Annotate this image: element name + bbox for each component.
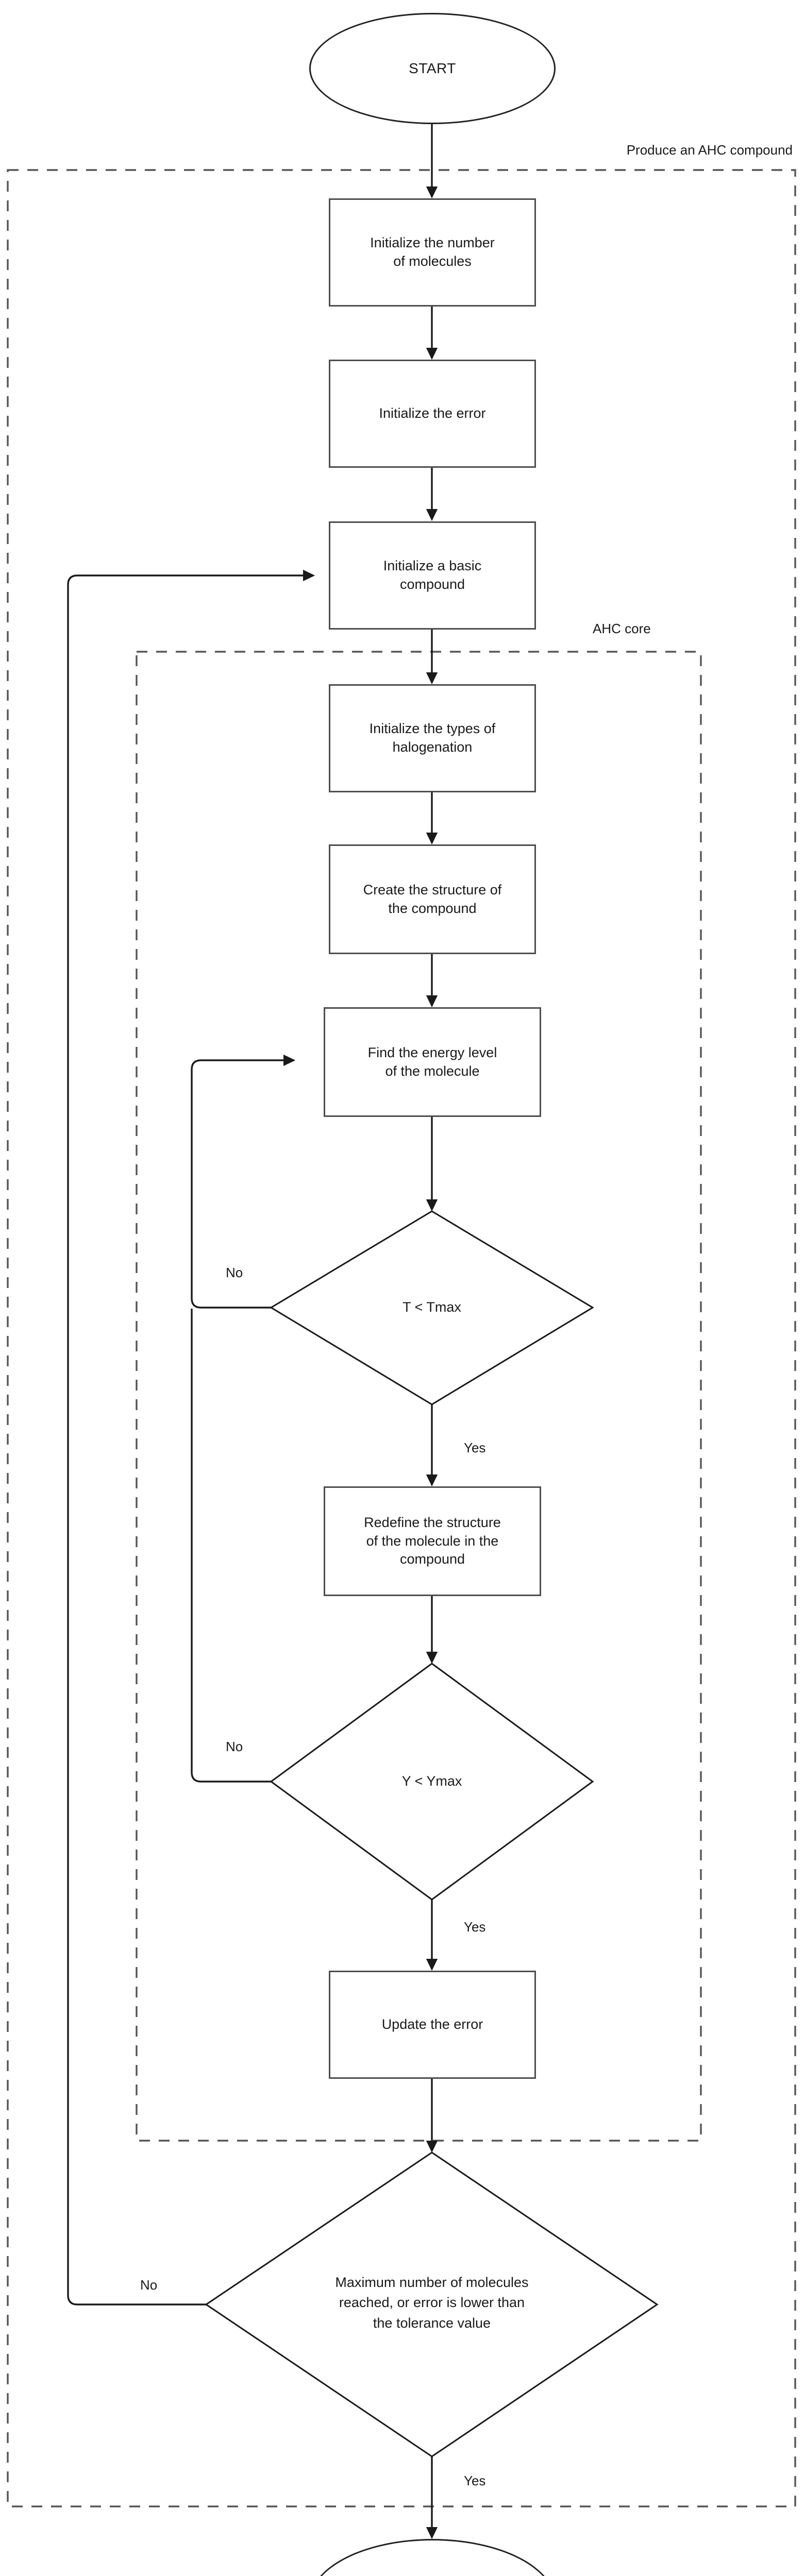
edge-dec-y-no-loopback <box>191 1309 271 1783</box>
node-initialize-a-basic-compound: Initialize a basic compound <box>329 521 536 630</box>
node-find-energy-level-of-molecule: Find the energy level of the molecule <box>324 1007 541 1117</box>
node-label: Initialize the number of molecules <box>370 235 495 269</box>
node-create-structure-of-compound: Create the structure of the compound <box>329 844 536 954</box>
node-start-label: START <box>409 60 456 76</box>
decision-y-shape <box>270 1663 594 1901</box>
decision-max-shape <box>205 2151 659 2458</box>
group-label-outer: Produce an AHC compound <box>626 142 793 158</box>
edge-dec-t-no-loopback <box>191 1054 296 1309</box>
node-label: Find the energy level of the molecule <box>367 1044 497 1079</box>
node-redefine-structure-of-molecule: Redefine the structure of the molecule i… <box>324 1486 541 1596</box>
group-core-border <box>136 651 702 2142</box>
edge-dec-max-no-loopback <box>67 569 315 2306</box>
node-update-the-error: Update the error <box>329 1971 536 2079</box>
group-outer-border <box>7 169 796 2507</box>
edge-label-dec-max-no: No <box>140 2277 158 2293</box>
edge-label-dec-t-no: No <box>226 1265 243 1280</box>
edge-label-dec-t-yes: Yes <box>464 1440 486 1455</box>
node-label: Initialize a basic compound <box>383 558 482 592</box>
node-initialize-the-error: Initialize the error <box>329 360 536 468</box>
node-start: START <box>309 13 556 124</box>
node-label: Initialize the types of halogenation <box>369 721 496 755</box>
node-label: Create the structure of the compound <box>363 882 502 916</box>
decision-t-shape <box>270 1210 594 1405</box>
node-initialize-number-of-molecules: Initialize the number of molecules <box>329 198 536 307</box>
node-label: Update the error <box>381 2016 483 2032</box>
edge-label-dec-y-yes: Yes <box>464 1919 486 1935</box>
node-label: Redefine the structure of the molecule i… <box>364 1515 501 1567</box>
node-initialize-types-of-halogenation: Initialize the types of halogenation <box>329 684 536 792</box>
edge-label-dec-max-yes: Yes <box>464 2473 486 2488</box>
edge-label-dec-y-no: No <box>226 1739 243 1754</box>
node-label: Initialize the error <box>379 405 486 421</box>
group-label-core: AHC core <box>593 621 651 636</box>
